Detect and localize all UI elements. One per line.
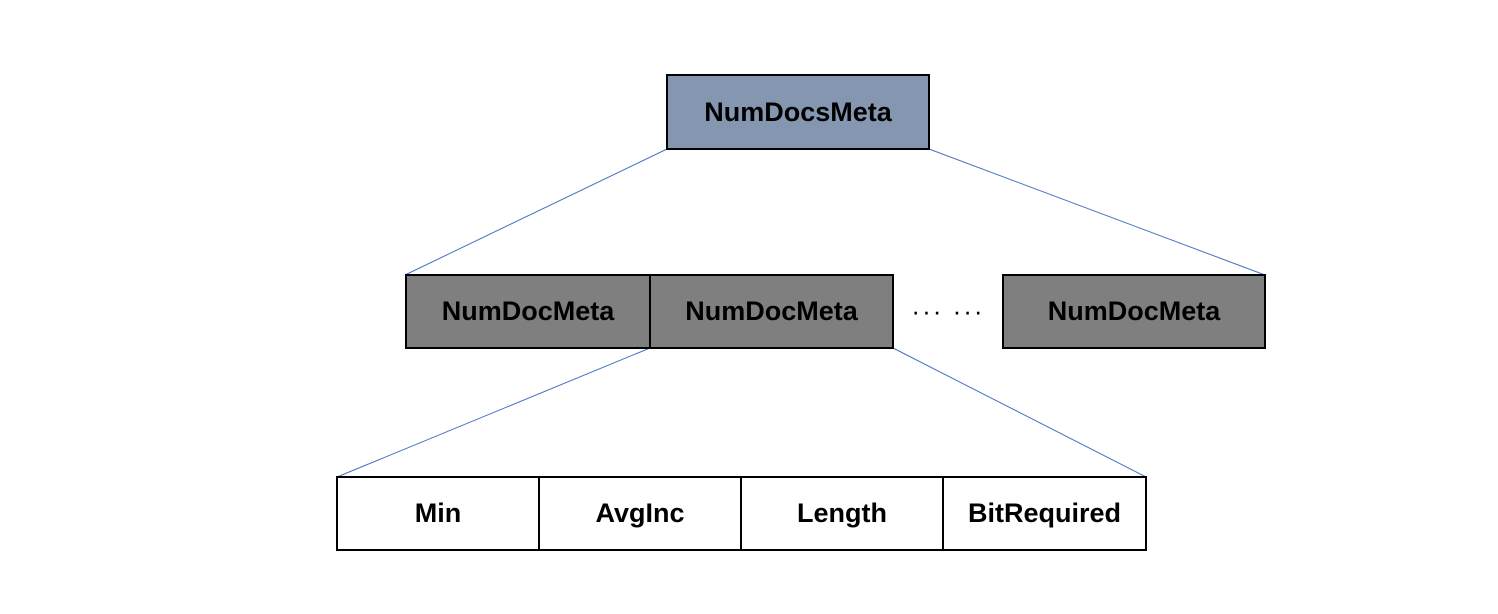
child-node-label: NumDocMeta <box>441 296 615 326</box>
root-node-numdocsmeta: NumDocsMeta <box>666 74 930 150</box>
connector-child-right <box>892 347 1147 478</box>
field-label: Min <box>414 498 462 528</box>
field-label: BitRequired <box>967 498 1121 528</box>
field-cell-length: Length <box>740 476 944 551</box>
field-label: Length <box>797 498 887 528</box>
connector-root-left <box>404 148 668 276</box>
child-node-2: NumDocMeta <box>649 274 894 349</box>
connector-child-left <box>336 347 651 478</box>
connector-root-right <box>928 148 1266 276</box>
root-node-label: NumDocsMeta <box>704 96 892 127</box>
ellipsis: ··· ··· <box>911 296 985 326</box>
field-label: AvgInc <box>595 498 685 528</box>
field-cell-min: Min <box>336 476 540 551</box>
child-node-label: NumDocMeta <box>685 296 858 326</box>
field-cell-avginc: AvgInc <box>538 476 742 551</box>
field-cell-bitrequired: BitRequired <box>942 476 1147 551</box>
child-node-1: NumDocMeta <box>405 274 651 349</box>
child-node-3: NumDocMeta <box>1002 274 1266 349</box>
child-node-label: NumDocMeta <box>1047 296 1221 326</box>
